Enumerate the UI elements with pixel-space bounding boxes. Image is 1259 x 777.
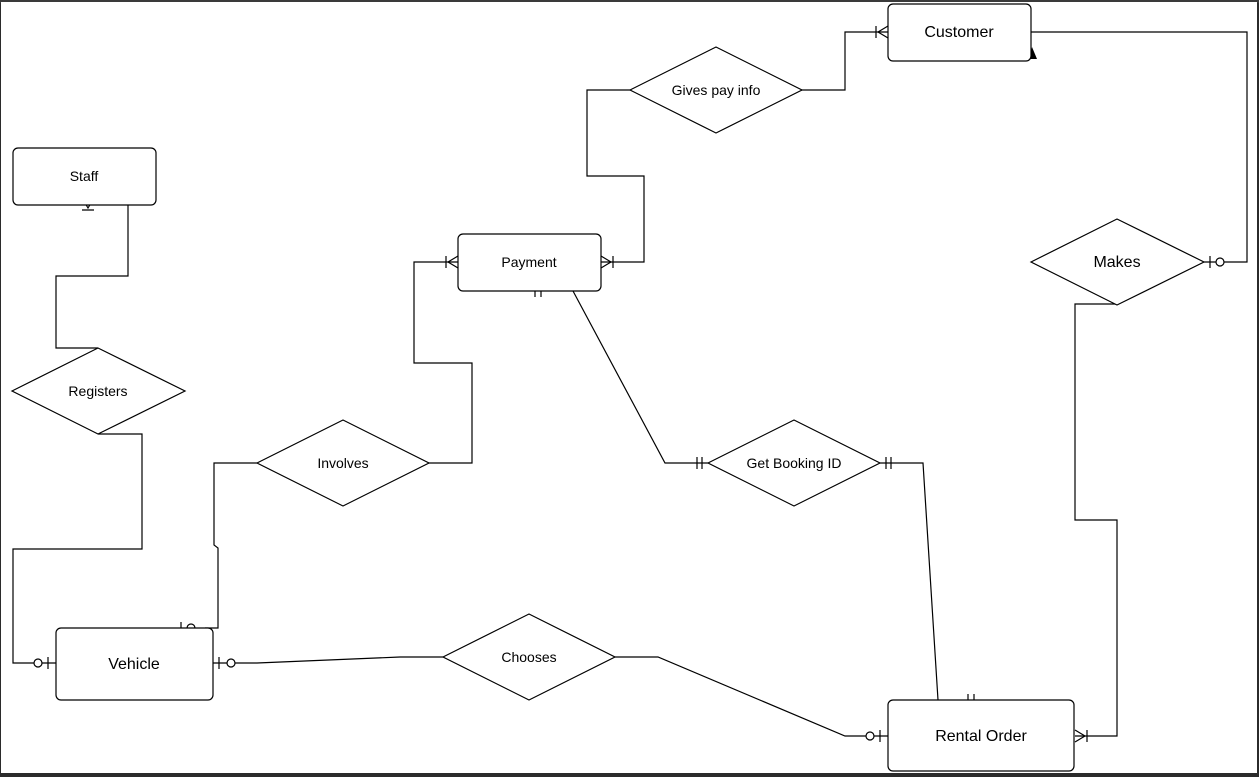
edge-registers-vehicle (12, 433, 143, 664)
entity-label: Payment (501, 254, 556, 270)
relationship-registers[interactable]: Registers (10, 347, 187, 435)
edge-makes-rental-order (1074, 303, 1118, 737)
relationship-label: Involves (317, 455, 368, 471)
cardinality-zero-or-one-mark (865, 730, 881, 742)
cardinality-one-or-many-mark (875, 25, 889, 39)
edge-staff-registers (55, 205, 129, 349)
edge-customer-makes (1031, 31, 1248, 263)
cardinality-one-or-many-mark (1074, 729, 1088, 743)
entity-label: Vehicle (108, 656, 160, 673)
cardinality-one-only-mark (885, 457, 892, 469)
entity-label: Customer (924, 24, 994, 41)
edge-gives-pay-info-payment (586, 89, 645, 263)
relationship-chooses[interactable]: Chooses (441, 613, 617, 701)
entity-payment[interactable]: Payment (457, 233, 602, 292)
relationship-get-booking-id[interactable]: Get Booking ID (706, 419, 882, 507)
cardinality-one-only-mark (696, 457, 703, 469)
relationship-makes[interactable]: Makes (1029, 218, 1206, 306)
relationship-label: Makes (1093, 254, 1140, 271)
entity-customer[interactable]: Customer (887, 3, 1032, 62)
relationship-label: Chooses (501, 649, 556, 665)
window-top-border (0, 0, 1259, 3)
cardinality-one-or-many-mark (600, 255, 614, 269)
relationship-involves[interactable]: Involves (255, 419, 431, 507)
entity-staff[interactable]: Staff (12, 147, 157, 206)
edge-customer-gives-pay-info (800, 31, 888, 91)
edge-payment-get-booking-id (572, 290, 708, 464)
relationship-label: Get Booking ID (747, 455, 842, 471)
entity-rental-order[interactable]: Rental Order (887, 699, 1075, 772)
relationship-gives-pay-info[interactable]: Gives pay info (628, 46, 804, 134)
cardinality-one-or-many-mark (445, 255, 459, 269)
edge-payment-involves (413, 261, 473, 464)
edge-involves-vehicle (205, 462, 257, 629)
window-bottom-border (0, 773, 1259, 777)
entity-label: Rental Order (935, 728, 1027, 745)
edge-chooses-rental-order (615, 656, 888, 737)
cardinality-zero-or-one-mark (1209, 256, 1225, 268)
cardinality-zero-or-one-mark (33, 657, 49, 669)
cardinality-zero-or-one-mark (218, 657, 236, 669)
relationship-label: Registers (68, 383, 127, 399)
entity-label: Staff (70, 168, 99, 184)
edge-get-booking-id-rental-order (880, 462, 939, 701)
edge-vehicle-chooses (213, 656, 443, 664)
relationship-label: Gives pay info (672, 82, 761, 98)
entity-vehicle[interactable]: Vehicle (55, 627, 214, 701)
